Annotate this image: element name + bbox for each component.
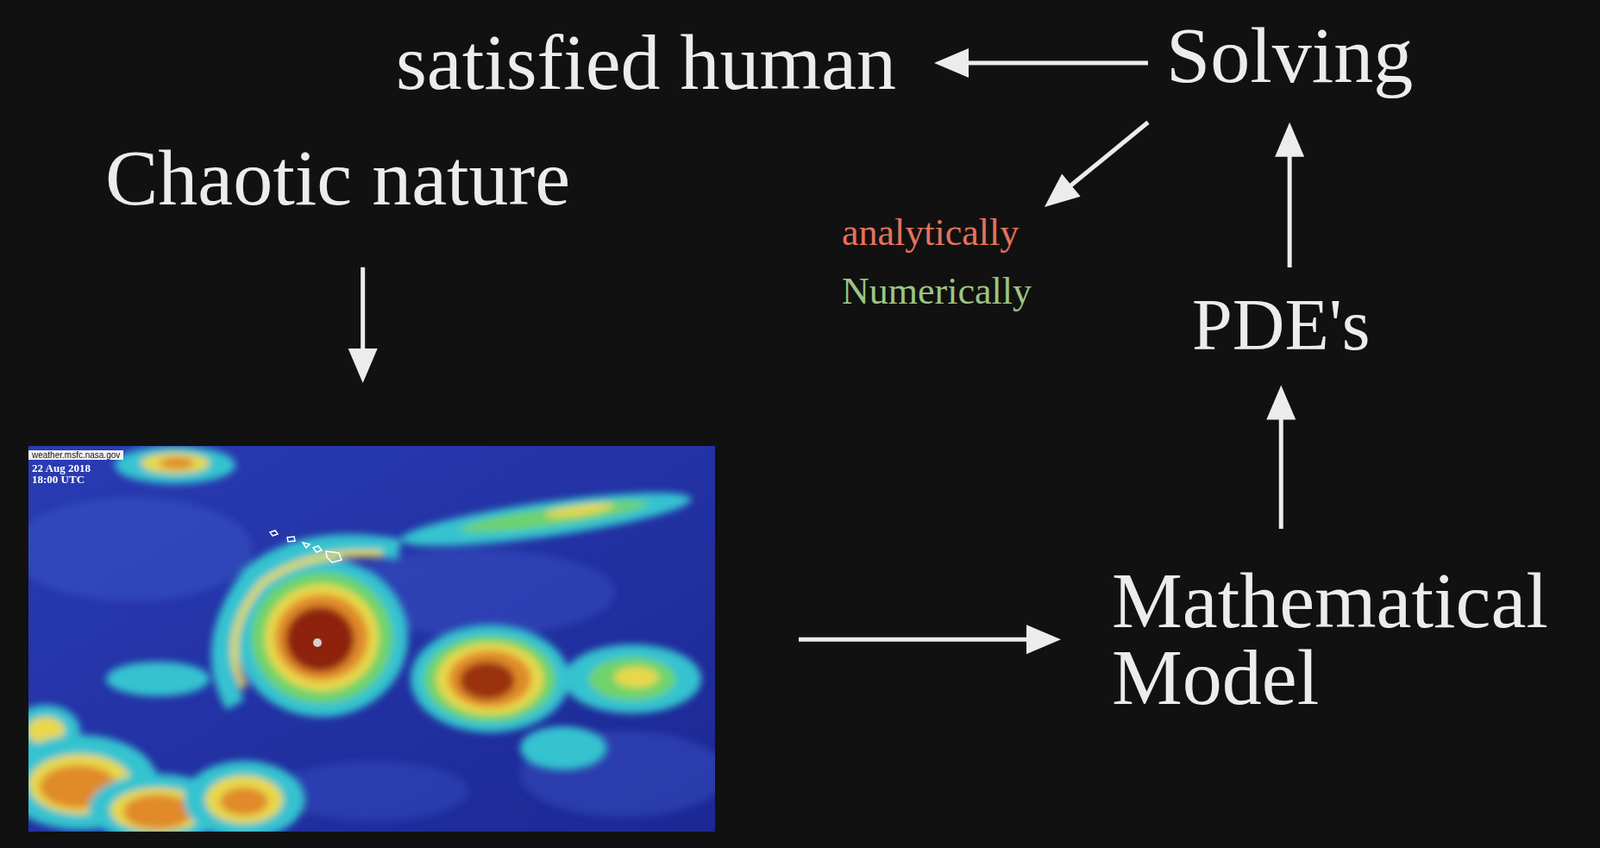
node-text: Mathematical Model bbox=[1111, 562, 1587, 716]
satellite-shape bbox=[183, 760, 305, 832]
satellite-shape bbox=[219, 787, 269, 816]
satellite-shape bbox=[589, 657, 676, 701]
satellite-shape bbox=[28, 445, 716, 832]
satellite-shape bbox=[436, 642, 544, 716]
arrow-head bbox=[1274, 122, 1305, 157]
source-label: Chaotic nature bbox=[105, 132, 571, 225]
satellite-shape bbox=[140, 452, 210, 474]
connector bbox=[348, 267, 378, 383]
satellite-shape bbox=[326, 551, 342, 563]
satellite-shape bbox=[448, 650, 532, 708]
arrow-head bbox=[1026, 624, 1061, 654]
satellite-shape bbox=[459, 661, 515, 700]
node-text: satisfied human bbox=[395, 17, 897, 109]
satellite-shape bbox=[563, 644, 702, 714]
connector bbox=[798, 624, 1061, 654]
method-text: Numerically bbox=[841, 269, 1032, 314]
satellite-shape bbox=[410, 625, 570, 733]
satellite-shape bbox=[424, 635, 556, 722]
arrow-head bbox=[348, 348, 378, 383]
satellite-shape bbox=[264, 583, 379, 691]
connector bbox=[1044, 122, 1149, 208]
satellite-shape bbox=[28, 497, 253, 602]
image-timestamp: 22 Aug 2018 18:00 UTC bbox=[31, 462, 105, 485]
satellite-shape bbox=[313, 638, 322, 647]
node-text: PDE's bbox=[1192, 283, 1371, 368]
satellite-shape bbox=[544, 500, 615, 521]
satellite-shape bbox=[114, 445, 236, 484]
node-text: Solving bbox=[1166, 10, 1413, 102]
step-label: Solving bbox=[1166, 10, 1413, 102]
arrow-head bbox=[1044, 174, 1081, 208]
satellite-frame: weather.msfc.nasa.gov 22 Aug 2018 18:00 U… bbox=[28, 445, 716, 832]
method-text: analytically bbox=[841, 211, 1032, 256]
arrow-line bbox=[1287, 150, 1293, 268]
outcome-label: satisfied human bbox=[395, 17, 897, 109]
node-text: Chaotic nature bbox=[105, 132, 571, 225]
image-credit: weather.msfc.nasa.gov bbox=[28, 450, 124, 460]
satellite-shape bbox=[287, 536, 295, 542]
satellite-shape bbox=[275, 594, 369, 681]
connector bbox=[934, 48, 1149, 78]
arrow-line bbox=[798, 637, 1034, 642]
satellite-shape bbox=[614, 666, 659, 688]
satellite-shape bbox=[278, 760, 469, 822]
satellite-shape bbox=[250, 571, 393, 703]
arrow-line bbox=[961, 60, 1149, 65]
arrow-line bbox=[360, 267, 365, 356]
satellite-shape bbox=[313, 545, 322, 553]
satellite-shape bbox=[520, 726, 607, 770]
satellite-shape bbox=[269, 530, 342, 563]
satellite-shape bbox=[269, 530, 278, 536]
step-label: Mathematical Model bbox=[1111, 562, 1587, 716]
arrow-head bbox=[1266, 385, 1296, 421]
satellite-shape bbox=[285, 606, 355, 672]
arrow-line bbox=[1279, 413, 1284, 529]
satellite-image bbox=[28, 445, 716, 832]
arrow-head bbox=[934, 48, 969, 78]
satellite-shape bbox=[398, 482, 694, 558]
step-label: PDE's bbox=[1192, 283, 1371, 368]
method-list: analyticallyNumerically bbox=[841, 211, 1032, 314]
connector bbox=[1266, 385, 1296, 529]
satellite-shape bbox=[159, 457, 195, 470]
satellite-shape bbox=[123, 794, 193, 829]
satellite-shape bbox=[106, 661, 210, 697]
satellite-shape bbox=[302, 542, 310, 548]
connector bbox=[1274, 122, 1305, 268]
satellite-shape bbox=[458, 494, 650, 538]
arrow-line bbox=[1066, 122, 1149, 190]
satellite-shape bbox=[205, 775, 283, 824]
